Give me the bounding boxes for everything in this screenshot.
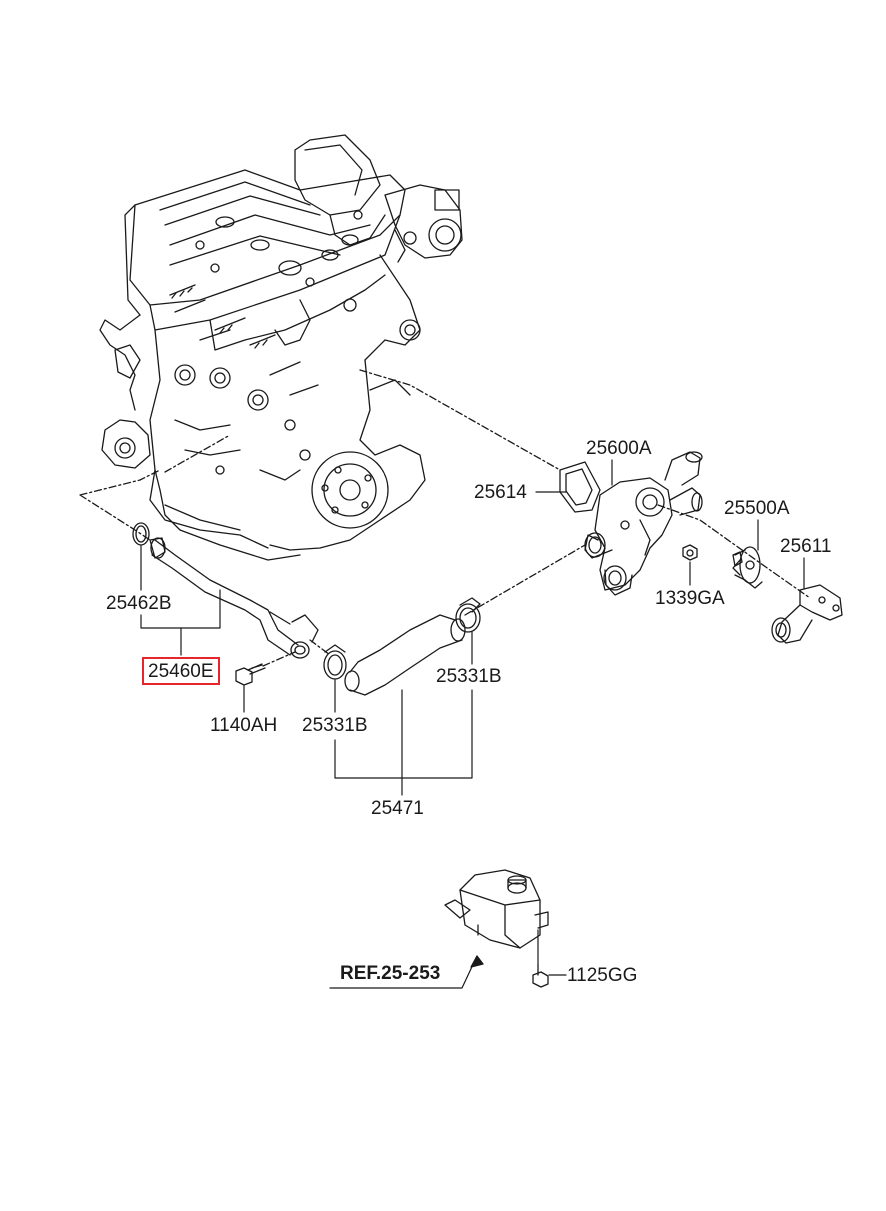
part-label-25331b-left[interactable]: 25331B — [302, 715, 368, 736]
dash-leader-engine-to-hose — [79, 469, 161, 541]
part-label-25331b-right[interactable]: 25331B — [436, 666, 502, 687]
thermostat-illustration — [732, 546, 763, 589]
axis-thermostat — [657, 504, 811, 599]
part-label-25462b[interactable]: 25462B — [106, 593, 172, 614]
part-label-1140ah[interactable]: 1140AH — [210, 715, 278, 736]
bolt-1339ga-illustration — [682, 544, 698, 561]
water-inlet-fitting-illustration — [771, 584, 843, 644]
part-label-25471[interactable]: 25471 — [371, 798, 424, 819]
dash-leader-engine-to-housing — [359, 369, 561, 471]
part-label-25500a[interactable]: 25500A — [724, 498, 790, 519]
water-pipe-25460e-illustration — [132, 522, 319, 686]
axis-hose-to-housing — [464, 544, 586, 616]
reference-label-ref-25-253[interactable]: REF.25-253 — [340, 963, 441, 984]
coolant-hose-25471-illustration — [323, 597, 481, 696]
leader-lines — [140, 459, 805, 989]
thermostat-housing-illustration — [559, 451, 703, 596]
part-label-1339ga[interactable]: 1339GA — [655, 588, 725, 609]
reservoir-tank-illustration — [444, 869, 549, 988]
part-label-25611[interactable]: 25611 — [780, 536, 832, 557]
part-label-1125gg[interactable]: 1125GG — [567, 965, 638, 986]
part-label-25614[interactable]: 25614 — [474, 482, 527, 503]
engine-block-illustration — [99, 134, 463, 561]
axis-hose-left — [309, 639, 331, 656]
part-label-25600a[interactable]: 25600A — [586, 438, 652, 459]
part-label-25460e-highlighted[interactable]: 25460E — [142, 657, 220, 685]
